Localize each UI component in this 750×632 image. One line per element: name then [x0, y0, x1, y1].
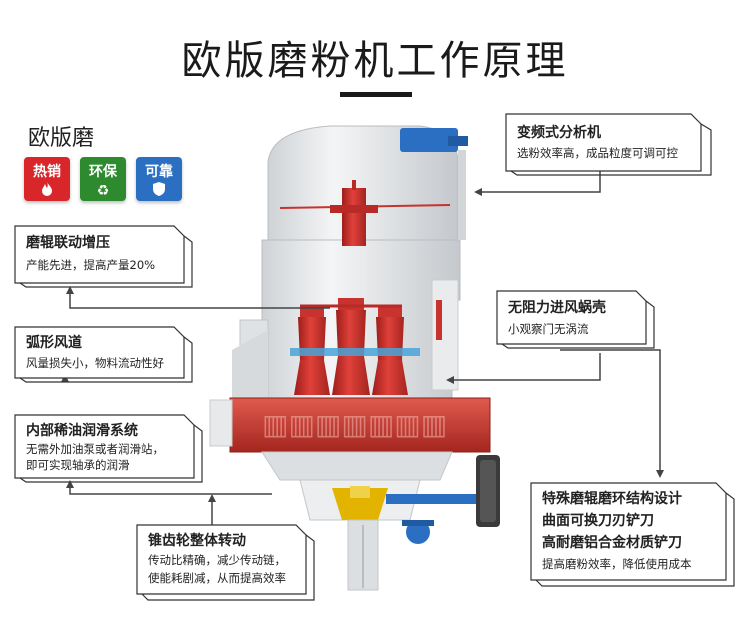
callout-roller-pressure-desc: 产能先进，提高产量20% [26, 258, 156, 272]
callout-analyzer-desc: 选粉效率高，成品粒度可调可控 [517, 146, 678, 160]
callout-lubrication-desc-1: 无需外加油泵或者润滑站， [26, 442, 164, 456]
callout-lubrication: 内部稀油润滑系统 无需外加油泵或者润滑站， 即可实现轴承的润滑 [14, 414, 204, 483]
badge-eco: 环保 ♻ [80, 157, 126, 201]
callout-roller-ring-desc: 提高磨粉效率，降低使用成本 [542, 557, 692, 571]
svg-text:▥▥▥▥▥▥▥: ▥▥▥▥▥▥▥ [262, 408, 447, 441]
callout-air-duct-desc: 风量损失小，物料流动性好 [26, 356, 164, 370]
badge-eco-label: 环保 [89, 164, 117, 180]
callout-roller-pressure-title: 磨辊联动增压 [26, 235, 110, 251]
shield-icon [136, 181, 182, 203]
callout-volute: 无阻力进风蜗壳 小观察门无涡流 [496, 290, 658, 349]
recycle-icon: ♻ [96, 183, 110, 199]
callout-volute-desc: 小观察门无涡流 [508, 322, 589, 336]
badge-reliable-label: 可靠 [145, 164, 173, 180]
callout-bevel-gear: 锥齿轮整体转动 传动比精确，减少传动链， 使能耗剧减，从而提高效率 [136, 524, 316, 601]
badge-reliable: 可靠 [136, 157, 182, 201]
title-underline [340, 92, 412, 97]
callout-volute-title: 无阻力进风蜗壳 [508, 300, 606, 316]
callout-roller-ring-line-3: 高耐磨铝合金材质铲刀 [542, 535, 682, 551]
product-subtitle: 欧版磨 [28, 126, 95, 151]
badge-hot: 热销 [24, 157, 70, 201]
callout-bevel-gear-desc-1: 传动比精确，减少传动链， [148, 553, 286, 567]
callout-lubrication-title: 内部稀油润滑系统 [26, 423, 138, 439]
callout-bevel-gear-desc-2: 使能耗剧减，从而提高效率 [148, 571, 286, 585]
callout-air-duct-title: 弧形风道 [26, 335, 82, 351]
callout-lubrication-desc-2: 即可实现轴承的润滑 [26, 458, 130, 472]
badge-hot-label: 热销 [33, 164, 61, 180]
callout-bevel-gear-title: 锥齿轮整体转动 [148, 533, 246, 549]
callout-roller-ring: 特殊磨辊磨环结构设计 曲面可换刀刃铲刀 高耐磨铝合金材质铲刀 提高磨粉效率，降低… [530, 482, 740, 587]
flame-icon [24, 181, 70, 203]
callout-roller-ring-line-2: 曲面可换刀刃铲刀 [542, 513, 654, 529]
callout-roller-ring-line-1: 特殊磨辊磨环结构设计 [542, 491, 682, 507]
page-title: 欧版磨粉机工作原理 [181, 38, 569, 84]
callout-air-duct: 弧形风道 风量损失小，物料流动性好 [14, 326, 194, 383]
callout-roller-pressure: 磨辊联动增压 产能先进，提高产量20% [14, 225, 194, 288]
callout-analyzer: 变频式分析机 选粉效率高，成品粒度可调可控 [505, 113, 715, 176]
callout-analyzer-title: 变频式分析机 [517, 125, 601, 141]
